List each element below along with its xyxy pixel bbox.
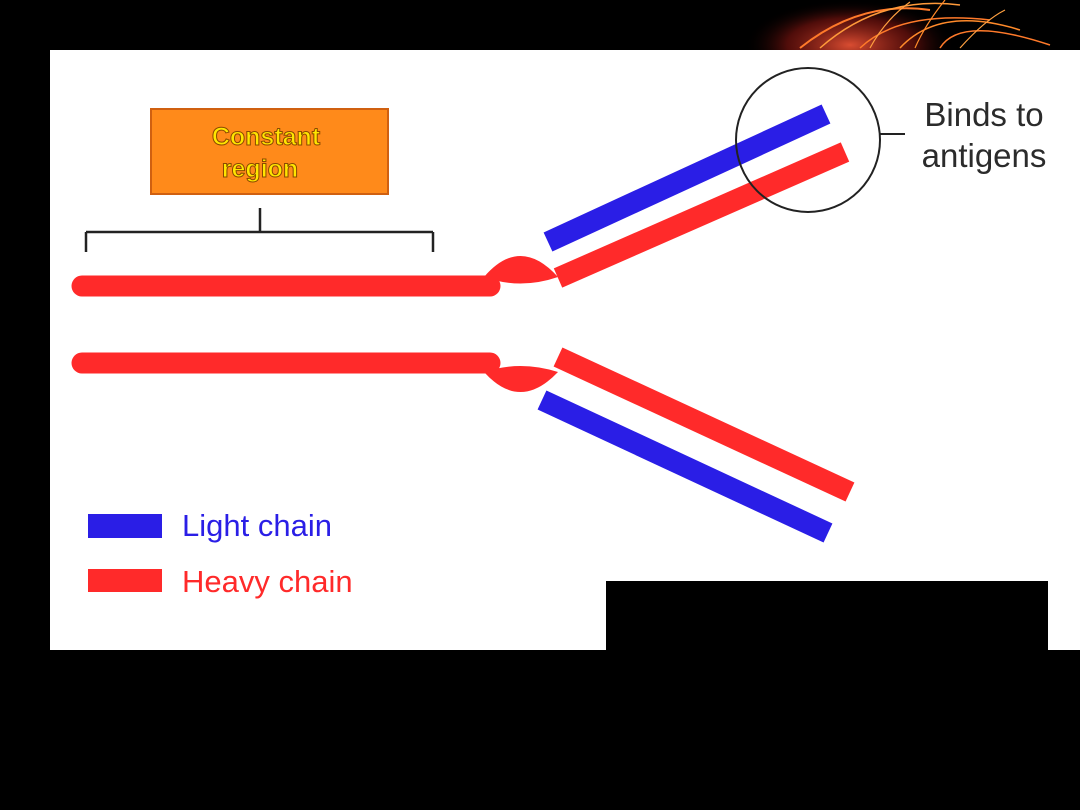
legend-label-light: Light chain — [182, 508, 332, 543]
heavy-chain-arm-upper — [553, 142, 850, 288]
callout-line-1: Constant — [212, 123, 321, 151]
light-chain-arm-upper — [543, 104, 831, 252]
cover-box — [606, 581, 1048, 656]
callout-line-2: region — [222, 155, 298, 183]
antigen-label-line-2: antigens — [922, 137, 1047, 174]
constant-region-bracket — [84, 208, 435, 252]
legend-swatch-heavy — [88, 569, 162, 592]
light-chain-arm-lower — [537, 390, 833, 543]
legend-label-heavy: Heavy chain — [182, 564, 353, 599]
constant-region-callout — [150, 108, 389, 195]
antigen-binding-circle — [735, 67, 881, 213]
hinge-lower — [484, 366, 558, 392]
antigen-label-line-1: Binds to — [924, 96, 1043, 133]
hinge-upper — [484, 256, 558, 284]
heavy-chain-arm-lower — [553, 347, 855, 502]
legend: Light chain Heavy chain — [88, 508, 353, 599]
legend-swatch-light — [88, 514, 162, 538]
